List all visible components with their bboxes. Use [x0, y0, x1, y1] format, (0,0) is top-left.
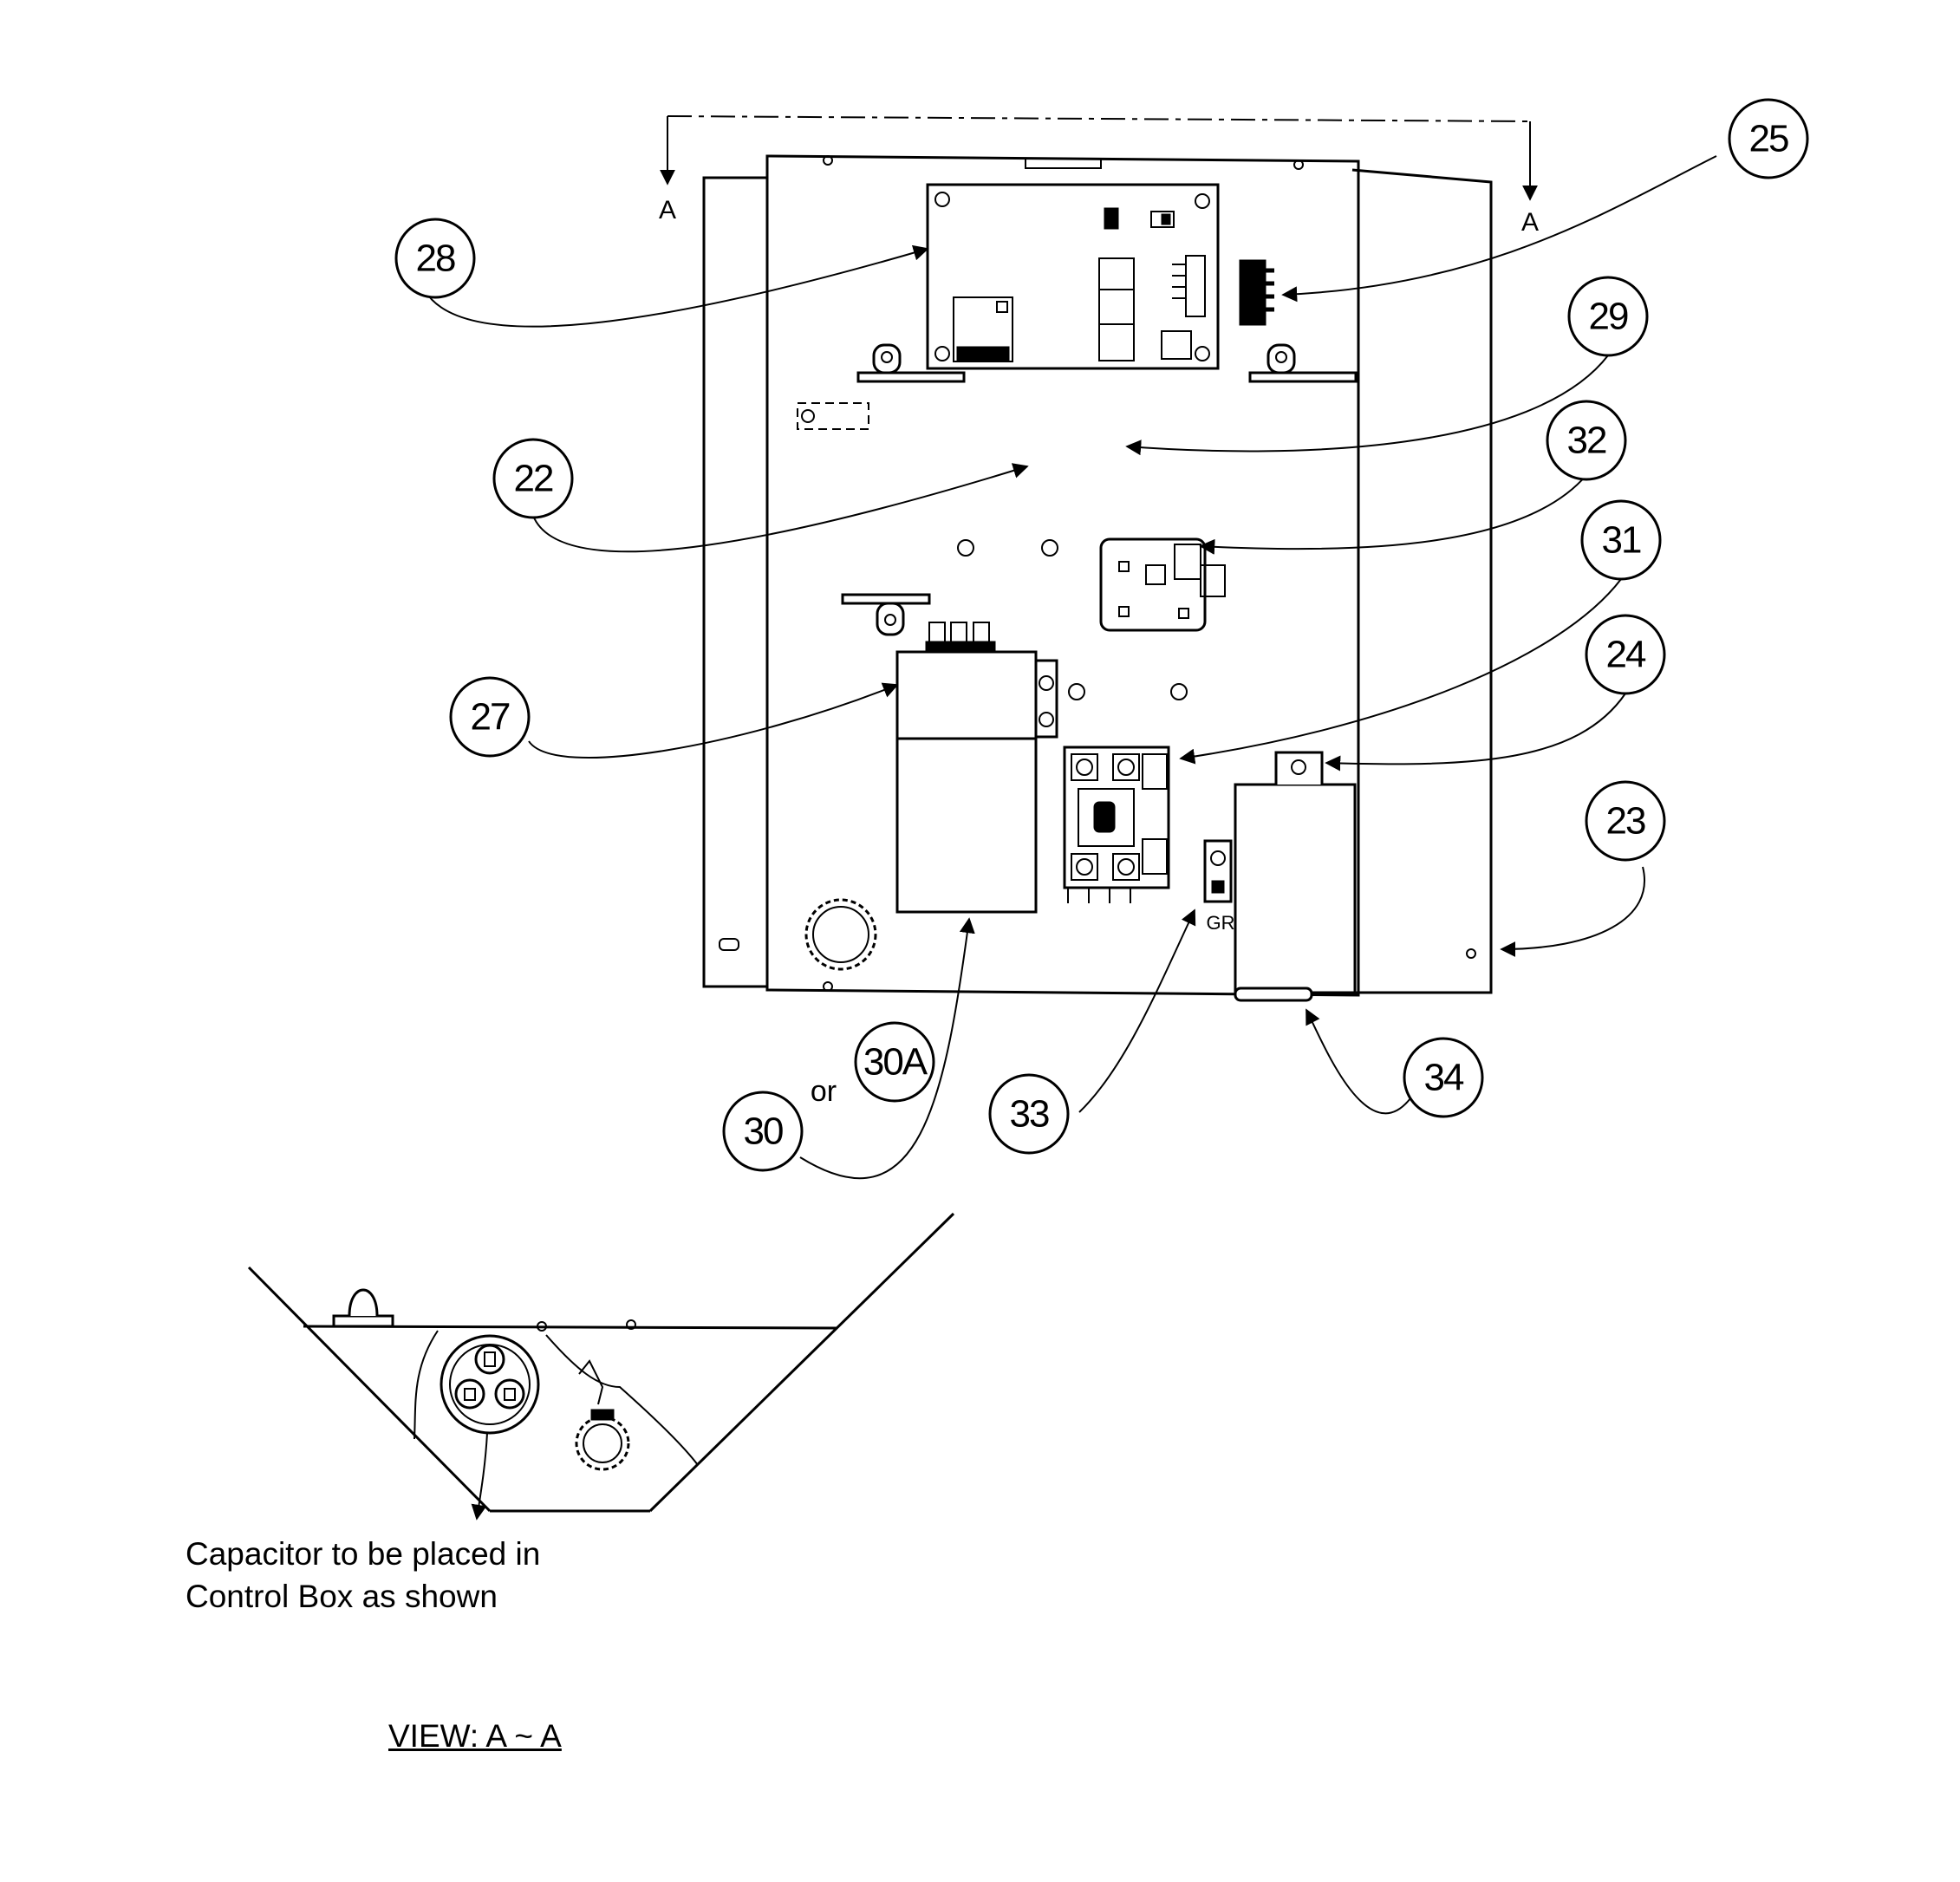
capacitor-bracket [841, 593, 931, 636]
transformer [895, 622, 1058, 740]
svg-text:31: 31 [1602, 519, 1641, 562]
leader-lines [424, 155, 1717, 1179]
svg-text:24: 24 [1606, 634, 1646, 676]
terminal-strip [1239, 259, 1274, 326]
svg-text:25: 25 [1749, 118, 1788, 160]
callout-22: 22 [492, 438, 574, 519]
callout-33: 33 [988, 1073, 1070, 1155]
view-label: VIEW: A ~ A [388, 1718, 562, 1754]
svg-text:32: 32 [1567, 420, 1606, 462]
capacitor [895, 737, 1038, 914]
callout-31: 31 [1580, 499, 1662, 581]
svg-text:29: 29 [1589, 296, 1628, 338]
section-view-a-a [247, 1212, 955, 1521]
board-standoffs [797, 343, 1358, 430]
svg-text:28: 28 [416, 238, 455, 280]
callout-25: 25 [1728, 98, 1809, 179]
callout-32: 32 [1546, 400, 1627, 481]
svg-text:34: 34 [1424, 1057, 1464, 1099]
control-board [926, 183, 1220, 370]
callout-23: 23 [1585, 780, 1666, 862]
svg-text:27: 27 [471, 696, 510, 739]
cover-bracket [1214, 751, 1357, 1002]
svg-text:23: 23 [1606, 800, 1645, 843]
section-mark-right: A [1521, 208, 1539, 237]
panel-mounting-holes [957, 539, 1188, 700]
capacitor-note: Capacitor to be placed in Control Box as… [186, 1533, 540, 1618]
section-line-a-a: A A [659, 115, 1539, 237]
capacitor-note-line-2: Control Box as shown [186, 1579, 498, 1614]
ground-lug: GR [1203, 839, 1235, 934]
callouts: 25 28 29 22 32 31 24 27 [394, 98, 1809, 1172]
or-label: or [811, 1075, 837, 1108]
knockout [804, 898, 877, 971]
contactor [1063, 746, 1170, 903]
svg-text:22: 22 [514, 458, 553, 500]
callout-30: 30 [722, 1091, 804, 1172]
svg-text:30A: 30A [863, 1041, 928, 1084]
callout-29: 29 [1567, 276, 1649, 357]
callout-27: 27 [449, 676, 531, 758]
callout-28: 28 [394, 218, 476, 299]
callout-24: 24 [1585, 614, 1666, 695]
callout-34: 34 [1403, 1037, 1484, 1118]
svg-text:33: 33 [1010, 1093, 1049, 1136]
callout-30a: 30A [854, 1021, 935, 1103]
section-mark-left: A [659, 196, 676, 225]
svg-text:30: 30 [744, 1110, 783, 1153]
capacitor-note-line-1: Capacitor to be placed in [186, 1536, 541, 1572]
relay-board [1099, 537, 1226, 632]
ground-label: GR [1207, 912, 1235, 934]
